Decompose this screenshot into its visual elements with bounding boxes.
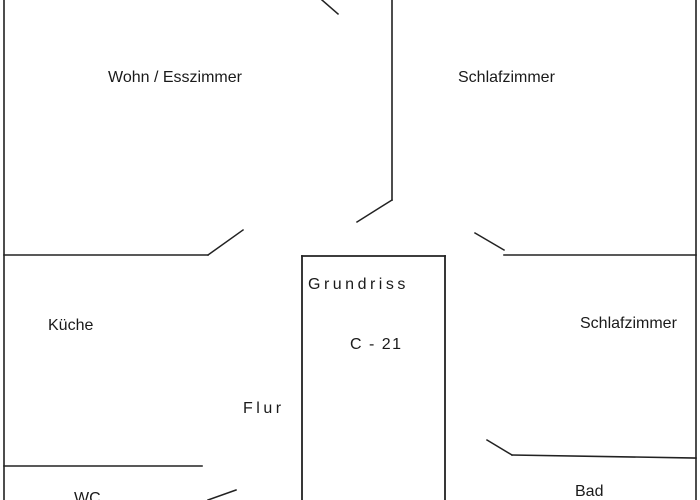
wall-bedroom-bath <box>511 454 697 459</box>
door-bad <box>485 438 514 457</box>
door-wc <box>207 489 237 500</box>
room-label-wohn-esszimmer: Wohn / Esszimmer <box>108 69 243 86</box>
room-label-kueche: Küche <box>48 317 93 334</box>
room-label-bad: Bad <box>575 483 603 500</box>
door-bedroom-2 <box>473 231 506 252</box>
door-kitchen <box>206 228 245 257</box>
plan-title: Grundriss <box>308 276 409 293</box>
door-living-bottom <box>355 198 394 224</box>
room-label-schlafzimmer-1: Schlafzimmer <box>458 69 556 86</box>
room-label-wc: WC <box>74 490 101 500</box>
room-label-flur: Flur <box>243 400 285 417</box>
door-living-top <box>320 0 340 16</box>
room-label-schlafzimmer-2: Schlafzimmer <box>580 315 678 332</box>
plan-code: C - 21 <box>350 336 403 353</box>
